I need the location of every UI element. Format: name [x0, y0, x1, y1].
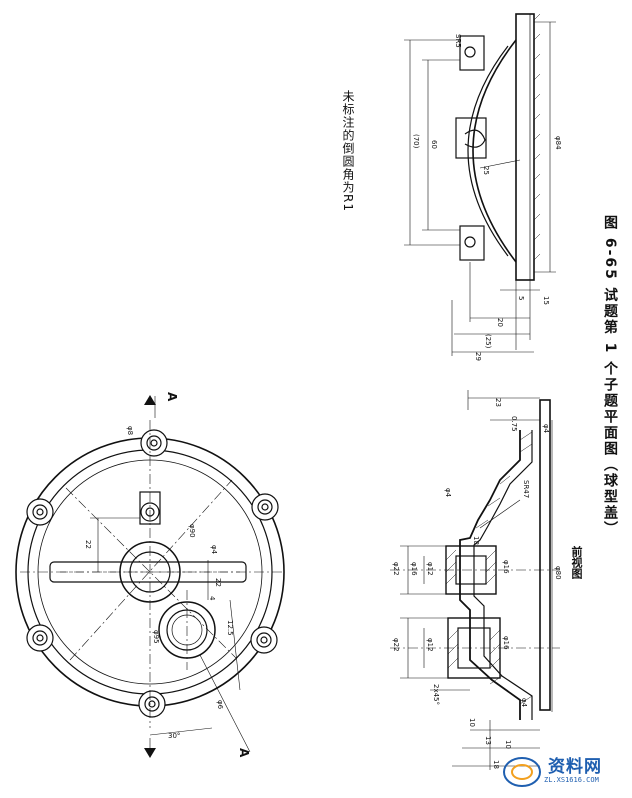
dim-label: 29 [474, 352, 482, 361]
dim-label: φ16 [410, 562, 418, 576]
dim-label: φ80 [554, 566, 562, 580]
dim-label: 2x45° [432, 684, 440, 705]
dim-label: 18 [472, 536, 480, 545]
dim-label: φ8 [126, 426, 134, 435]
dim-label: 22 [214, 578, 222, 587]
dim-label: φ84 [554, 136, 562, 150]
watermark-brand: 资料网 [548, 757, 602, 777]
front-view [390, 390, 560, 770]
plan-view-dims: φ8 φ90 φ95 φ4 22 22 12.5 4 φ6 30° [84, 426, 234, 740]
section-mark-top: A [165, 392, 179, 402]
front-view-label: 前视图 [570, 546, 583, 579]
dim-label: φ22 [392, 638, 400, 652]
dim-label: φ4 [444, 488, 452, 498]
dim-label: φ4 [210, 545, 218, 555]
side-view-dims: φ84 60 (70) 25 5 15 20 (25) 29 SR5 [412, 34, 562, 361]
dim-label: φ95 [152, 630, 160, 644]
dim-label: φ12 [426, 638, 434, 652]
dim-label: 30° [168, 732, 180, 740]
bolt-holes [26, 429, 279, 718]
section-marks: A A [165, 392, 251, 758]
dim-label: φ22 [392, 562, 400, 576]
dim-label: φ6 [216, 700, 224, 710]
dim-label: SR47 [522, 480, 530, 498]
dim-label: 5 [517, 296, 525, 300]
dim-label: 25 [482, 166, 490, 175]
figure-caption: 图 6-65 试题第 1 个子题平面图（球型盖） [602, 215, 618, 538]
drawing-note: 未标注的倒圆角为R1 [341, 90, 355, 212]
dim-label: φ90 [188, 524, 196, 538]
dim-label: (25) [484, 334, 492, 349]
watermark-logo-icon [503, 757, 541, 787]
dim-label: 15 [542, 296, 550, 305]
dim-label: 4 [208, 596, 216, 601]
dim-label: 12.5 [226, 620, 234, 636]
section-mark-bottom: A [237, 748, 251, 758]
dim-label: 10 [468, 718, 476, 727]
dim-label: (70) [412, 134, 420, 149]
front-view-dims: φ22 φ16 φ12 φ22 φ12 φ16 φ16 φ80 18 23 0.… [392, 398, 562, 769]
dim-label: 22 [84, 540, 92, 549]
dim-label: φ4 [520, 698, 528, 708]
dim-label: 0.75 [510, 416, 518, 432]
plan-view [15, 395, 285, 758]
dim-label: 10 [504, 740, 512, 749]
watermark-url: ZL.XS1616.COM [544, 776, 599, 784]
dim-label: 20 [496, 318, 504, 327]
dim-label: φ16 [502, 636, 510, 650]
dim-label: 18 [492, 760, 500, 769]
dim-label: φ16 [502, 560, 510, 574]
side-view [404, 13, 556, 356]
dim-label: 23 [494, 398, 502, 407]
dim-label: 60 [430, 140, 438, 149]
dim-label: φ4 [542, 424, 550, 434]
dim-label: SR5 [454, 34, 462, 48]
dim-label: 13 [484, 736, 492, 745]
dim-label: φ12 [426, 562, 434, 576]
